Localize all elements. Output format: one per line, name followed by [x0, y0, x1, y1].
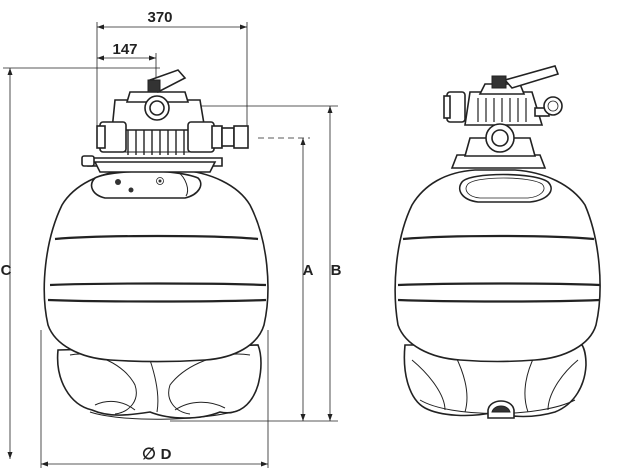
dimension-lines — [3, 22, 338, 468]
dim-147-label: 147 — [112, 41, 137, 58]
dim-c-label: C — [1, 262, 12, 279]
diameter-symbol: ∅ — [142, 446, 156, 463]
sand-filter-side-view — [43, 69, 269, 420]
pressure-gauge-icon — [534, 96, 563, 117]
dim-d-label: D — [161, 446, 172, 463]
dim-a-label: A — [303, 262, 314, 279]
sand-filter-front-view — [394, 65, 601, 419]
dim-b-label: B — [331, 262, 342, 279]
dim-370-label: 370 — [147, 9, 172, 26]
